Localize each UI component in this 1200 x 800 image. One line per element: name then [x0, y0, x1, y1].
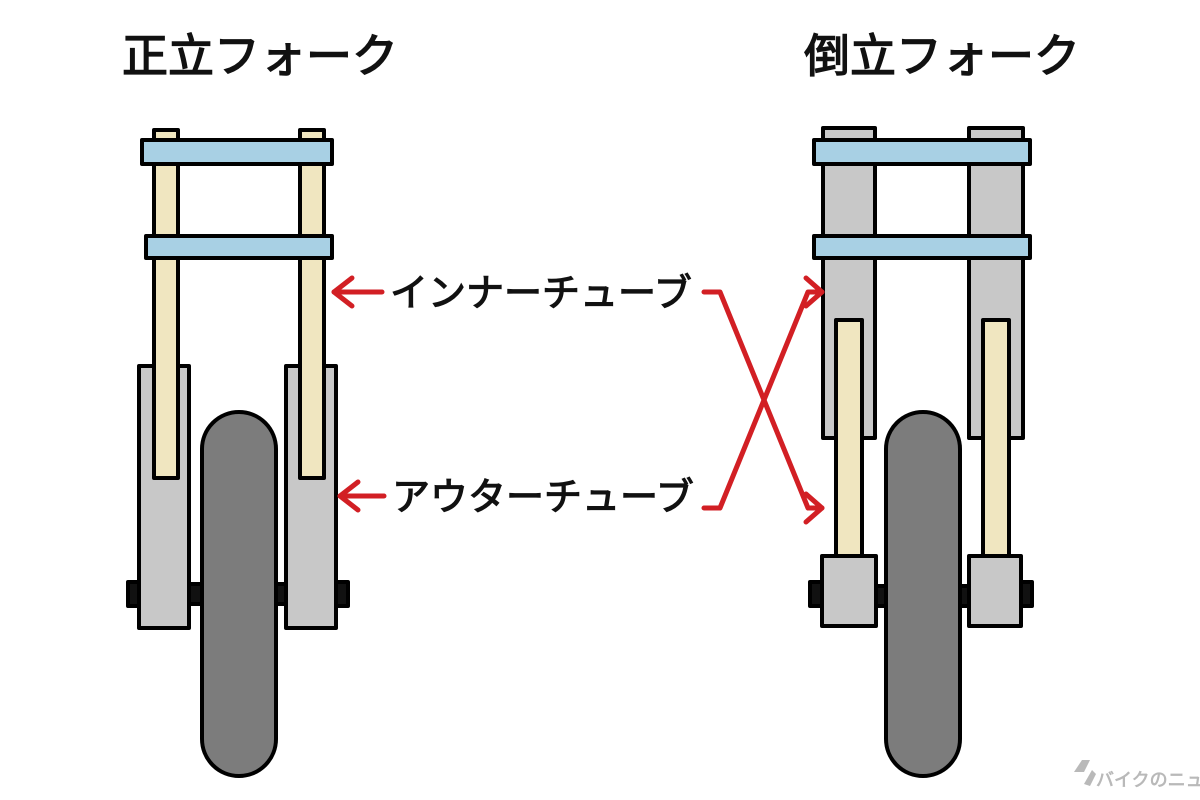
watermark: バイクのニュース	[1074, 760, 1200, 791]
inner-tube-left	[834, 318, 864, 562]
arrow-inner-tube-left	[331, 275, 385, 309]
inner-tube-right	[981, 318, 1011, 562]
inverted-fork	[808, 126, 1034, 778]
front-tire	[200, 410, 278, 778]
lower-triple-clamp	[144, 234, 334, 260]
title-conventional-fork: 正立フォーク	[122, 29, 398, 83]
label-outer-tube: アウターチューブ	[392, 475, 694, 519]
conventional-fork	[126, 128, 350, 778]
inner-tube-left	[152, 128, 180, 480]
arrow-outer-tube-to-right-fork	[701, 275, 825, 511]
label-inner-tube: インナーチューブ	[390, 271, 692, 315]
title-inverted-fork: 倒立フォーク	[803, 29, 1080, 83]
motorcycle-logo-icon	[1074, 760, 1096, 786]
front-tire	[884, 410, 962, 778]
watermark-text: バイクのニュース	[1096, 770, 1200, 791]
axle-bracket-left	[820, 554, 878, 628]
lower-triple-clamp	[812, 234, 1032, 260]
upper-triple-clamp	[812, 138, 1032, 166]
arrow-outer-tube-left	[337, 479, 387, 513]
inner-tube-right	[298, 128, 326, 480]
upper-triple-clamp	[140, 138, 334, 166]
axle-bracket-right	[967, 554, 1023, 628]
callout-arrows	[331, 275, 825, 525]
